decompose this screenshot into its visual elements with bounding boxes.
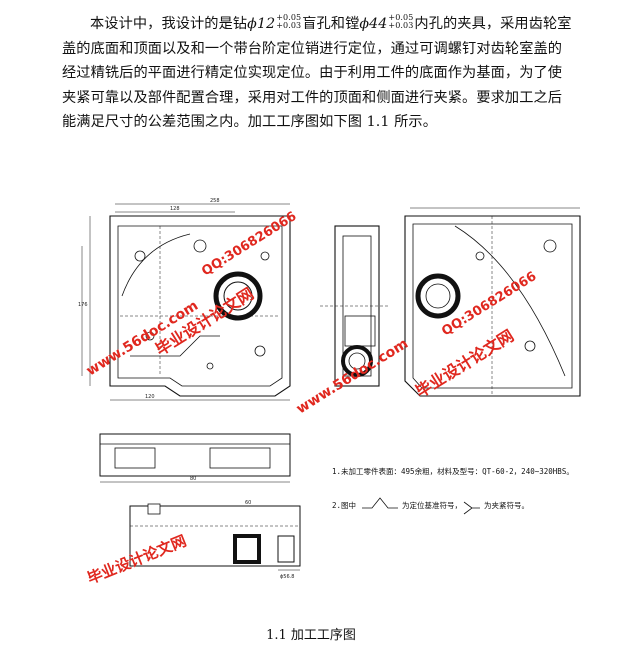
phi-symbol: ϕ44: [359, 16, 388, 32]
front-view: 258 128 176 120: [78, 198, 291, 401]
dim-128: 128: [170, 206, 180, 212]
text-run: 内孔的夹具，采用齿轮室: [414, 16, 572, 32]
process-drawing-figure: 258 128 176 120: [60, 186, 600, 610]
locating-symbol-icon: [362, 497, 398, 509]
dim-phi-56-8: ϕ56.8: [280, 574, 294, 580]
note-2-a: 2.图中: [332, 500, 356, 510]
watermark-cn-2: 毕业设计论文网: [412, 326, 517, 401]
dim-176: 176: [78, 302, 88, 308]
section-view-2: ϕ56.8 60: [129, 500, 301, 580]
watermark-qq-1: QQ:306826066: [199, 209, 299, 279]
technical-notes: 1.未加工零件表面：495余粗，材料及型号：QT-60-2，240~320HBS…: [332, 466, 574, 515]
clamping-symbol-icon: [463, 501, 480, 515]
note-2-b: 为定位基准符号，: [402, 500, 462, 510]
text-run: 盲孔和镗: [302, 16, 360, 32]
dim-80: 80: [190, 476, 196, 482]
paragraph-line-5: 能满足尺寸的公差范围之内。加工工序图如下图 1.1 所示。: [62, 114, 437, 131]
paragraph-line-2: 盖的底面和顶面以及和一个带台阶定位销进行定位，通过可调螺钉对齿轮室盖的: [62, 40, 563, 57]
dim-258: 258: [210, 198, 220, 204]
note-1: 1.未加工零件表面：495余粗，材料及型号：QT-60-2，240~320HBS…: [332, 466, 574, 476]
paragraph-line-4: 夹紧可靠以及部件配置合理，采用对工件的顶面和侧面进行夹紧。要求加工之后: [62, 89, 563, 106]
section-view-1: 80: [99, 433, 291, 483]
dim-60: 60: [245, 500, 251, 506]
tolerance-upper: +0.05: [388, 13, 414, 22]
phi-symbol: ϕ12: [247, 16, 276, 32]
dim-120: 120: [145, 394, 155, 400]
tolerance-lower: +0.03: [388, 21, 414, 30]
tolerance-upper: +0.05: [276, 13, 302, 22]
figure-caption: 1.1 加工工序图: [266, 628, 356, 643]
paragraph-line-3: 经过精铣后的平面进行精定位实现定位。由于利用工件的底面作为基面，为了使: [62, 65, 563, 82]
side-view: [320, 225, 390, 387]
engineering-drawing: 258 128 176 120: [78, 198, 581, 588]
watermark-cn-3: 毕业设计论文网: [85, 532, 189, 588]
text-run: 本设计中，我设计的是钻: [90, 16, 248, 32]
note-2-c: 为夹紧符号。: [484, 500, 529, 510]
back-view: [404, 207, 581, 397]
tolerance-lower: +0.03: [276, 21, 302, 30]
tolerance-1: +0.05+0.03: [276, 14, 301, 30]
tolerance-2: +0.05+0.03: [388, 14, 413, 30]
